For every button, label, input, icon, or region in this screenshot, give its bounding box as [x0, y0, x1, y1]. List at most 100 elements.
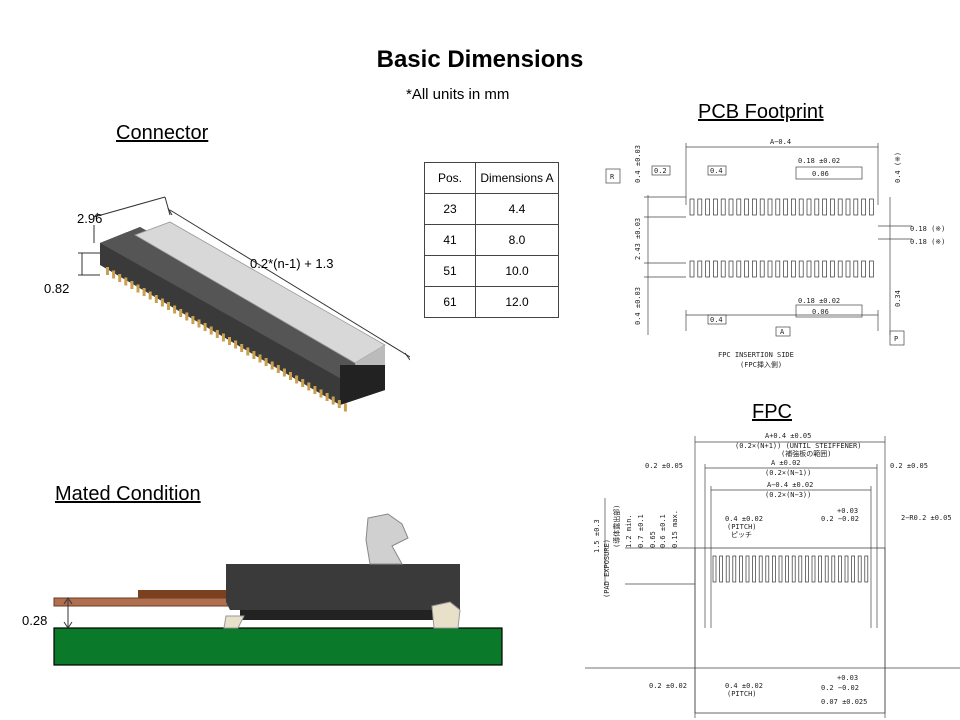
table-cell-dim: 8.0 [475, 224, 559, 256]
connector-pin [118, 274, 122, 282]
pcb-pad [720, 260, 726, 278]
fpc-exposure-label: (PAD EXPOSURE) [603, 539, 611, 598]
connector-top-face [100, 227, 385, 381]
fpc-bot-w: 0.2 −0.02 [821, 684, 859, 692]
pcb-pad [767, 198, 773, 216]
fpc-trace [772, 555, 776, 583]
fpc-stiffener [138, 590, 228, 598]
fpc-trace [732, 555, 737, 583]
table-header-dimension-a: Dimensions A [475, 162, 559, 194]
table-cell-pos: 23 [424, 193, 476, 225]
connector-heading: Connector [116, 122, 209, 144]
connector-pin [179, 309, 183, 317]
table-cell-pos: 51 [424, 255, 476, 287]
pcb-pad [713, 260, 718, 278]
mated-rear-contact [431, 601, 461, 629]
connector-pin [148, 291, 152, 300]
fpc-trace [844, 555, 849, 583]
connector-pin [234, 340, 238, 349]
fpc-top1c: (補強板の範囲) [781, 449, 831, 458]
connector-pin [130, 281, 134, 289]
connector-pin [264, 358, 268, 366]
fpc-w: 0.2 −0.02 [821, 515, 859, 523]
connector-pin [167, 302, 170, 310]
fpc-bot-pitch: 0.4 ±0.02 [725, 682, 763, 690]
fpc-trace [857, 555, 862, 583]
fpc-v07: 0.7 ±0.1 [637, 514, 645, 548]
pcb-pad [689, 198, 695, 216]
mated-illustration [53, 513, 503, 666]
connector-latch [340, 365, 385, 405]
pcb-pad [705, 260, 710, 278]
fpc-top2b: (0.2×(N−1)) [765, 469, 811, 477]
pcb-pad [798, 198, 804, 216]
fpc-trace [712, 555, 717, 583]
fpc-trace [818, 555, 822, 583]
table-cell-dim: 10.0 [475, 255, 559, 287]
fpc-drawing: A+0.4 ±0.05 (0.2×(N+1)) (UNTIL STEIFFENE… [585, 432, 960, 718]
mated-gap-label: 0.28 [22, 613, 48, 628]
pcb-pad [775, 198, 781, 216]
page-title: Basic Dimensions [376, 46, 584, 73]
fpc-top1: A+0.4 ±0.05 [765, 432, 811, 440]
connector-pin [282, 368, 286, 377]
connector-pin [270, 361, 274, 370]
fpc-radius: 2−R0.2 ±0.05 [901, 514, 952, 522]
pcb-pad [752, 260, 757, 278]
pcb-pad [869, 198, 874, 216]
fpc-v12: 1.2 min. [625, 514, 633, 548]
pcb-pad [845, 260, 851, 278]
fpc-v015: 0.15 max. [671, 510, 679, 548]
table-header-row: Pos. Dimensions A [424, 162, 559, 194]
pcb-r-label: R [610, 173, 615, 181]
connector-contacts [106, 267, 347, 412]
connector-pin [221, 333, 225, 342]
fpc-trace [805, 555, 809, 583]
fpc-trace [745, 555, 750, 583]
connector-pin [160, 298, 164, 307]
fpc-trace [719, 555, 723, 583]
table-cell-dim: 4.4 [475, 193, 559, 225]
fpc-trace [838, 555, 842, 583]
connector-illustration [78, 196, 410, 412]
connector-pin [209, 326, 213, 335]
fpc-exposure: 1.5 ±0.3 [593, 519, 601, 553]
fpc-trace [831, 555, 836, 583]
pcb-pad [759, 260, 765, 278]
connector-length-label: 0.2*(n-1) + 1.3 [250, 256, 334, 271]
pcb-p-label: P [894, 335, 898, 343]
mated-condition-heading: Mated Condition [55, 483, 201, 505]
fpc-outline [694, 547, 886, 714]
pcb-pad [853, 198, 859, 216]
pcb-footprint-drawing: A−0.4 0.2 0.4 0.18 ±0.02 0.06 R 0.18 ±0.… [605, 138, 945, 369]
connector-pin [325, 393, 329, 401]
fpc-trace [824, 555, 829, 583]
pcb-pad [830, 260, 835, 278]
connector-pin [319, 389, 323, 398]
connector-pin [258, 354, 262, 363]
pcb-pad [861, 198, 866, 216]
mated-connector-body [226, 564, 460, 610]
fpc-v06: 0.6 ±0.1 [659, 514, 667, 548]
connector-pin [197, 319, 201, 328]
mated-actuator [365, 513, 409, 565]
pcb-pad [814, 260, 820, 278]
pcb-pad [837, 198, 843, 216]
pcb-pad [744, 260, 749, 278]
fpc-edge-left: 0.2 ±0.05 [645, 462, 683, 470]
pcb-pad [736, 198, 742, 216]
fpc-bot-pitch-label: (PITCH) [727, 690, 757, 698]
table-cell-pos: 61 [424, 286, 476, 318]
connector-pin [185, 312, 189, 321]
pcb-pad [744, 198, 749, 216]
fpc-top3b: (0.2×(N−3)) [765, 491, 811, 499]
connector-pin [301, 379, 305, 387]
pcb-pad [814, 198, 820, 216]
pcb-pad [689, 260, 695, 278]
pcb-pad [791, 260, 796, 278]
pcb-a-label: A [780, 328, 785, 336]
fpc-trace [791, 555, 796, 583]
